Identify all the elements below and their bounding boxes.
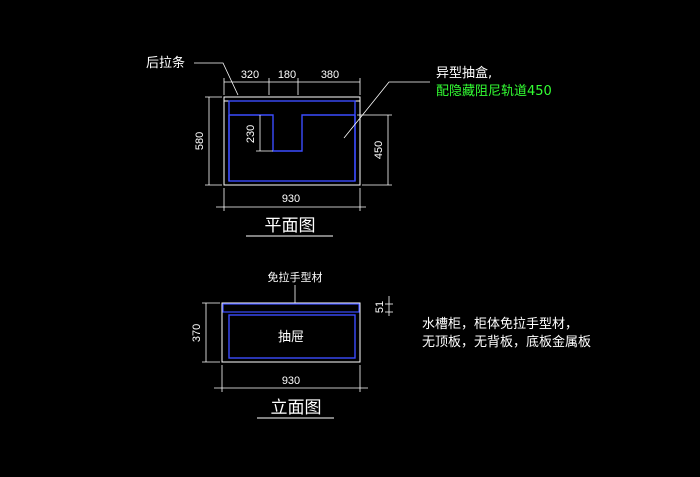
plan-top-dim-3: 380 (321, 69, 339, 81)
plan-bottom-dim: 930 (282, 193, 300, 205)
elev-profile-band (222, 303, 360, 313)
profile-label: 免拉手型材 (268, 270, 323, 284)
plan-inner-dim: 230 (245, 125, 257, 143)
elev-note-line1: 水槽柜，柜体免拉手型材， (422, 317, 578, 332)
elev-outer-outline (221, 302, 361, 363)
plan-outer-outline (223, 96, 361, 186)
drawer-note-leader (343, 81, 430, 139)
elev-bottom-dim: 930 (282, 375, 300, 387)
plan-top-dim-2: 180 (278, 69, 296, 81)
elev-left-dim: 370 (191, 324, 203, 342)
drawer-note-line1: 异型抽盒, (436, 65, 492, 81)
plan-right-dim: 450 (373, 141, 385, 159)
elev-note-line2: 无顶板，无背板，底板金属板 (422, 334, 591, 350)
rear-strip-leader (194, 62, 239, 96)
drawer-note-line2: 配隐藏阻尼轨道450 (436, 84, 552, 99)
drawer-label: 抽屉 (278, 330, 304, 345)
elev-drawer-front (228, 314, 356, 359)
plan-view: 320 180 380 580 230 450 930 后拉条 异型抽盒, 配隐… (146, 55, 552, 237)
plan-top-dim-1: 320 (241, 69, 259, 81)
elev-right-dim: 51 (374, 301, 386, 313)
elevation-title: 立面图 (271, 398, 322, 418)
plan-drawer-notch (229, 114, 355, 152)
rear-strip-label: 后拉条 (146, 55, 185, 71)
plan-left-dim: 580 (194, 132, 206, 150)
elevation-view: 免拉手型材 抽屉 370 51 930 水槽柜，柜体免拉手型材， 无顶板，无背板… (191, 270, 591, 419)
plan-title: 平面图 (265, 216, 316, 236)
